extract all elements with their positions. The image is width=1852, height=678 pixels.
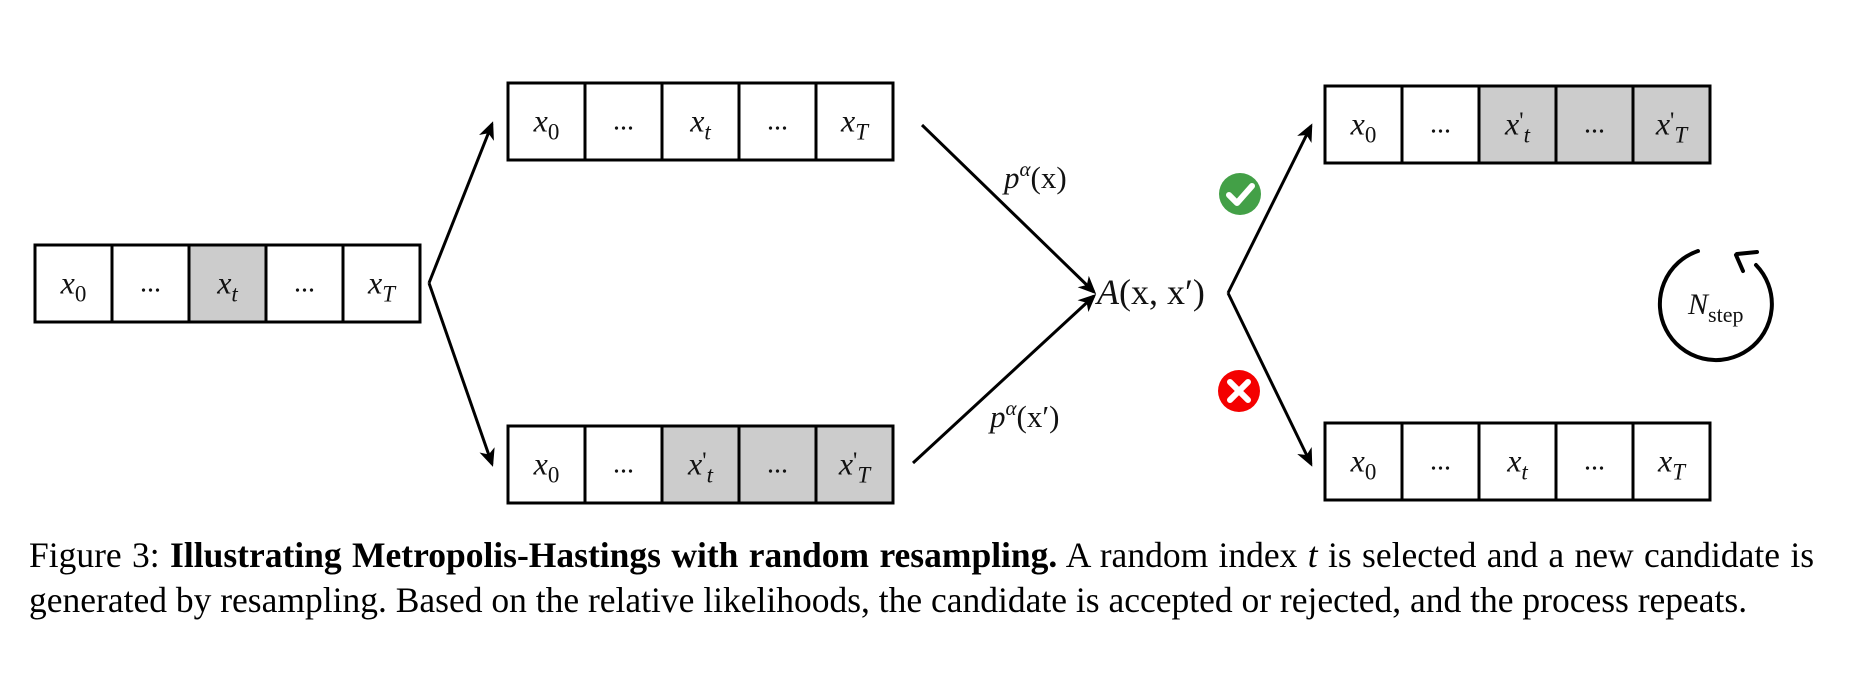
caption-title: Illustrating Metropolis-Hastings with ra… [170, 535, 1058, 575]
likelihood-label-x: pα(x) [1002, 157, 1067, 195]
rejected-sequence-row: x0... xt... xT [1323, 421, 1712, 502]
caption-variable: t [1307, 535, 1318, 575]
sequence-cell: xT [1631, 421, 1712, 502]
cell-box [1631, 421, 1712, 502]
likelihood-arrows [911, 123, 1097, 465]
sequence-cell: x't [660, 424, 741, 505]
sequence-cell: x'T [814, 424, 895, 505]
cell-box [264, 243, 345, 324]
shaded-cell-box [1631, 84, 1712, 165]
cell-label: ... [1430, 446, 1451, 477]
accepted-sequence-row: x0... x't... x'T [1323, 84, 1712, 165]
cell-box [660, 81, 741, 162]
cell-label: xt [216, 265, 238, 307]
sequence-cell: xT [814, 81, 895, 162]
split-arrows [427, 121, 495, 467]
cell-label: x'T [1655, 106, 1690, 148]
cell-box [1323, 421, 1404, 502]
sequence-cell: ... [737, 424, 818, 505]
circular-arrow-icon [1657, 249, 1774, 363]
sequence-cell: ... [1400, 84, 1481, 165]
sequence-cell: xt [660, 81, 741, 162]
arrow-to-current [427, 121, 494, 284]
sequence-cell: ... [264, 243, 345, 324]
sequence-cell: x0 [506, 81, 587, 162]
likelihood-label-xprime: pα(x′) [988, 396, 1059, 434]
cell-label: ... [767, 449, 788, 480]
cell-label: x't [687, 446, 714, 488]
cell-label: xT [367, 265, 397, 307]
candidate-sequence-row: x0... x't... x'T [506, 424, 895, 505]
shaded-cell-box [187, 243, 268, 324]
cell-label: xt [1506, 443, 1528, 485]
check-circle-icon [1219, 173, 1261, 215]
cell-label: x't [1504, 106, 1531, 148]
loop-count-label: Nstep [1687, 288, 1743, 327]
cell-label: x'T [838, 446, 873, 488]
sequence-cell: x0 [33, 243, 114, 324]
sequence-cell: ... [737, 81, 818, 162]
sequence-cell: x't [1477, 84, 1558, 165]
caption-prefix: Figure 3: [29, 535, 171, 575]
cell-box [583, 424, 664, 505]
cell-box [1400, 84, 1481, 165]
arrow-current-to-acceptance [920, 123, 1097, 295]
sequence-cell: xt [1477, 421, 1558, 502]
decision-arrows [1226, 123, 1313, 467]
shaded-cell-box [737, 424, 818, 505]
figure-caption: Figure 3: Illustrating Metropolis-Hastin… [29, 533, 1814, 623]
sequence-cell: x0 [506, 424, 587, 505]
sequence-cell: ... [1554, 421, 1635, 502]
sequence-cell: ... [1554, 84, 1635, 165]
cell-label: x0 [1350, 106, 1377, 148]
sequence-cell: x'T [1631, 84, 1712, 165]
input-sequence-row: x0... xt... xT [33, 243, 422, 324]
x-circle-icon [1218, 370, 1260, 412]
cell-box [341, 243, 422, 324]
sequence-cell: ... [1400, 421, 1481, 502]
cell-label: ... [613, 106, 634, 137]
cell-box [814, 81, 895, 162]
cell-box [1323, 84, 1404, 165]
arrow-accept [1226, 123, 1313, 294]
current-sequence-row: x0... xt... xT [506, 81, 895, 162]
acceptance-function-label: A(x, x′) [1095, 272, 1205, 312]
sequence-cell: xT [341, 243, 422, 324]
cell-label: ... [1584, 446, 1605, 477]
cell-label: ... [767, 106, 788, 137]
cell-label: xt [689, 103, 711, 145]
arrow-reject [1226, 292, 1313, 467]
cell-label: ... [294, 268, 315, 299]
shaded-cell-box [1477, 84, 1558, 165]
sequence-cell: ... [583, 81, 664, 162]
arrow-candidate-to-acceptance [911, 293, 1097, 465]
cell-label: x0 [533, 446, 560, 488]
cell-label: xT [1657, 443, 1687, 485]
caption-body-2: is selected and a new candidate is gener… [29, 535, 1815, 620]
shaded-cell-box [660, 424, 741, 505]
mh-diagram: x0... xt... xT x0... xt... xT x0... x't... x'T… [33, 81, 1774, 505]
cell-box [1400, 421, 1481, 502]
caption-body-1: A random index [1057, 535, 1308, 575]
arrow-to-candidate [427, 282, 495, 467]
sequence-cell: x0 [1323, 84, 1404, 165]
cell-label: ... [140, 268, 161, 299]
cell-label: x0 [533, 103, 560, 145]
shaded-cell-box [814, 424, 895, 505]
cell-label: x0 [1350, 443, 1377, 485]
cell-label: ... [1430, 109, 1451, 140]
cell-label: ... [1584, 109, 1605, 140]
cell-label: xT [840, 103, 870, 145]
sequence-cell: ... [110, 243, 191, 324]
cell-label: x0 [60, 265, 87, 307]
cell-box [33, 243, 114, 324]
cell-label: ... [613, 449, 634, 480]
sequence-cell: xt [187, 243, 268, 324]
sequence-cell: ... [583, 424, 664, 505]
sequence-cell: x0 [1323, 421, 1404, 502]
cell-box [506, 424, 587, 505]
